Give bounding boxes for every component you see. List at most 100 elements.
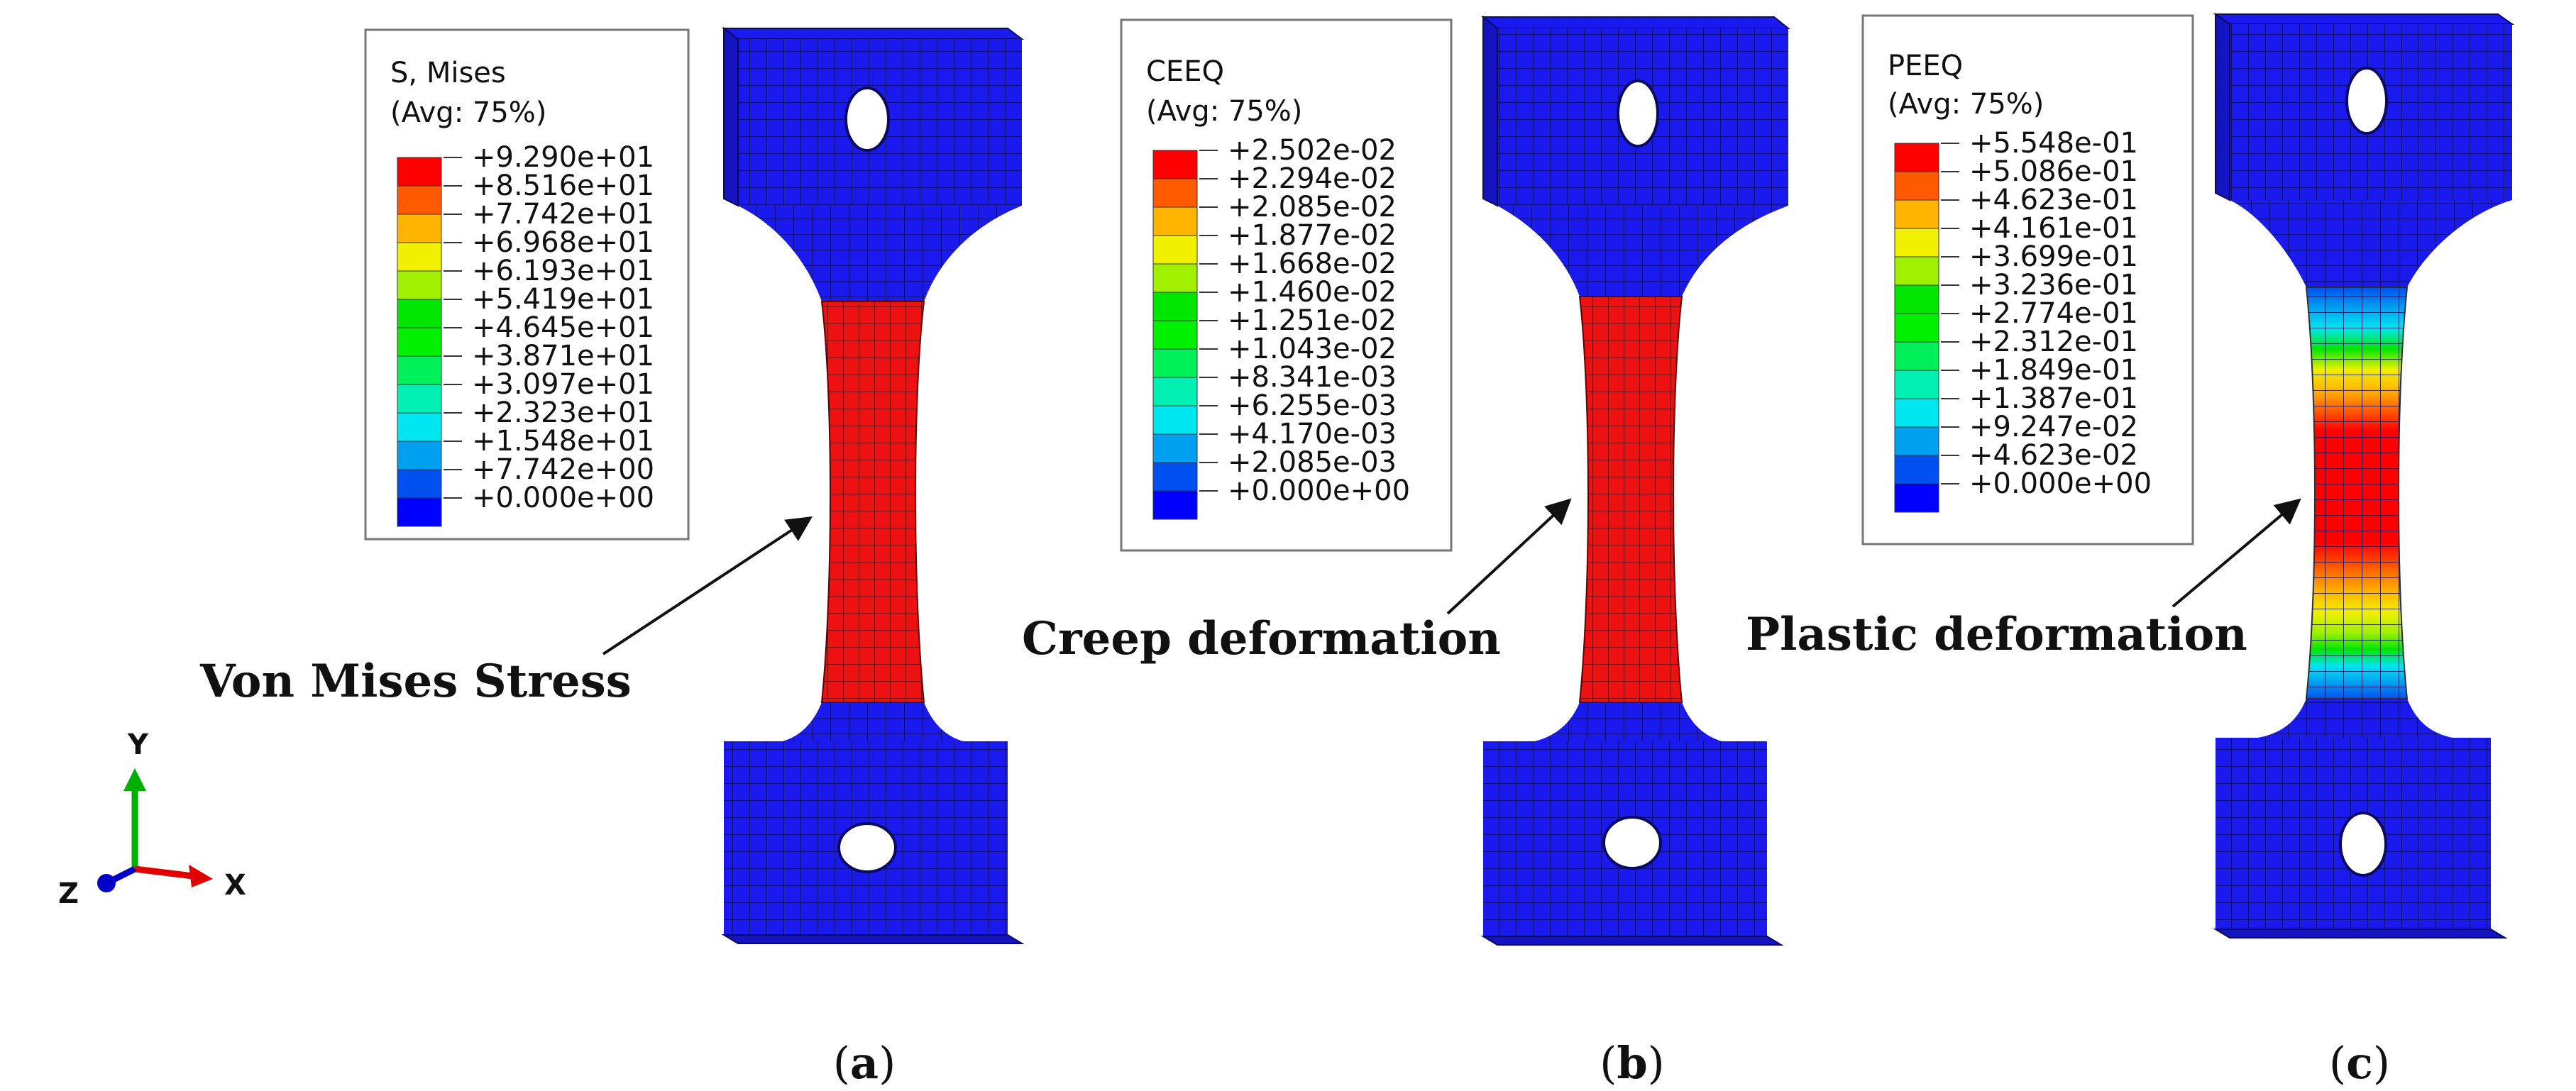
colorbar-swatch	[1152, 263, 1198, 293]
legend-a: S, Mises (Avg: 75%) +9.290e+01+8.516e+01…	[364, 28, 690, 541]
legend-value: +3.097e+01	[472, 368, 654, 401]
panel-caption: (a)	[833, 1037, 896, 1089]
legend-value: +8.516e+01	[472, 170, 654, 202]
colorbar-swatch	[397, 412, 442, 442]
legend-value: +9.290e+01	[472, 141, 654, 174]
colorbar-swatch	[1894, 455, 1939, 484]
legend-value: +6.968e+01	[472, 226, 654, 259]
callout-label: Von Mises Stress	[199, 655, 632, 708]
colorbar-swatch	[1152, 377, 1198, 406]
colorbar-swatch	[1152, 292, 1198, 321]
legend-value: +1.460e-02	[1228, 276, 1397, 309]
legend-values: +2.502e-02+2.294e-02+2.085e-02+1.877e-02…	[1199, 134, 1410, 507]
legend-subtitle: (Avg: 75%)	[1888, 88, 2044, 121]
legend-value: +5.548e-01	[1969, 127, 2138, 160]
legend-value: +2.085e-02	[1228, 191, 1397, 223]
colorbar-swatch	[1152, 150, 1198, 179]
gauge-mesh	[822, 301, 924, 702]
colorbar-swatch	[397, 157, 442, 187]
legend-value: +6.193e+01	[472, 255, 654, 287]
legend-value: +1.251e-02	[1228, 304, 1397, 337]
lower-hole	[1602, 816, 1662, 870]
legend-value: +5.419e+01	[472, 283, 654, 316]
upper-grip-top	[722, 28, 1024, 40]
lower-shoulder-mesh	[1483, 702, 1767, 744]
upper-grip-side	[2215, 13, 2230, 201]
legend-value: +2.502e-02	[1228, 134, 1397, 167]
legend-value: +1.548e+01	[472, 425, 654, 458]
colorbar-swatch	[1894, 370, 1939, 399]
legend-value: +2.774e-01	[1969, 297, 2138, 330]
legend-value: +0.000e+00	[472, 482, 654, 514]
specimen-a	[721, 27, 1025, 944]
upper-hole	[2345, 67, 2388, 135]
colorbar-swatch	[1152, 433, 1198, 463]
colorbar-swatch	[1152, 348, 1198, 378]
colorbar-swatch	[1894, 143, 1939, 172]
colorbar-swatch	[1152, 320, 1198, 350]
x-axis-label: X	[224, 869, 246, 902]
callout-arrow	[1446, 498, 1572, 615]
legend-value: +4.645e+01	[472, 311, 654, 344]
lower-hole	[837, 822, 897, 873]
panel-caption: (b)	[1600, 1037, 1665, 1089]
legend-value: +4.161e-01	[1969, 212, 2138, 245]
colorbar-swatch	[1152, 490, 1198, 520]
colorbar-swatch	[1894, 483, 1939, 513]
colorbar	[1152, 150, 1198, 520]
legend-value: +1.387e-01	[1969, 382, 2138, 415]
axis-triad: Y X Z	[58, 729, 246, 910]
legend-b: CEEQ (Avg: 75%) +2.502e-02+2.294e-02+2.0…	[1120, 18, 1453, 552]
legend-subtitle: (Avg: 75%)	[1146, 95, 1302, 128]
legend-values: +9.290e+01+8.516e+01+7.742e+01+6.968e+01…	[444, 141, 654, 514]
legend-value: +5.086e-01	[1969, 155, 2138, 188]
colorbar-swatch	[397, 441, 442, 470]
x-axis-arrow	[134, 865, 194, 880]
colorbar-swatch	[1894, 171, 1939, 201]
legend-title: PEEQ	[1888, 50, 1963, 82]
upper-shoulder-mesh	[2230, 200, 2512, 287]
colorbar-swatch	[1152, 235, 1198, 265]
colorbar-swatch	[397, 469, 442, 499]
x-axis-arrowhead	[189, 865, 213, 887]
legend-value: +1.877e-02	[1228, 219, 1397, 252]
colorbar-swatch	[397, 214, 442, 243]
caption-letter: a	[850, 1037, 879, 1089]
colorbar-swatch	[397, 299, 442, 328]
colorbar-swatch	[1894, 256, 1939, 286]
panel-a: S, Mises (Avg: 75%) +9.290e+01+8.516e+01…	[199, 27, 1025, 1089]
legend-subtitle: (Avg: 75%)	[390, 96, 546, 129]
upper-hole	[844, 87, 890, 152]
specimen-b	[1480, 15, 1790, 946]
colorbar-swatch	[1894, 426, 1939, 456]
colorbar-swatch	[1894, 284, 1939, 314]
lower-shoulder-mesh	[2216, 699, 2491, 740]
y-axis-label: Y	[127, 729, 149, 761]
legend-value: +3.699e-01	[1969, 240, 2138, 273]
colorbar-swatch	[397, 384, 442, 414]
colorbar-swatch	[397, 270, 442, 300]
lower-shoulder-mesh	[738, 702, 1008, 744]
legend-value: +8.341e-03	[1228, 361, 1397, 394]
colorbar-swatch	[1894, 228, 1939, 257]
colorbar-swatch	[1894, 199, 1939, 229]
lower-grip-bottom	[2213, 929, 2508, 938]
z-axis-arrowhead	[97, 874, 116, 892]
upper-grip-side	[1482, 15, 1498, 207]
legend-value: +1.043e-02	[1228, 333, 1397, 365]
legend-value: +2.312e-01	[1969, 326, 2138, 358]
colorbar	[1894, 143, 1939, 513]
colorbar-swatch	[397, 327, 442, 357]
colorbar-swatch	[1152, 462, 1198, 492]
callout-label: Plastic deformation	[1746, 608, 2247, 661]
colorbar	[397, 157, 442, 527]
legend-value: +0.000e+00	[1969, 467, 2152, 500]
legend-value: +2.294e-02	[1228, 162, 1397, 195]
panel-c: PEEQ (Avg: 75%) +5.548e-01+5.086e-01+4.6…	[1746, 13, 2515, 1089]
z-axis-label: Z	[58, 877, 79, 910]
legend-value: +6.255e-03	[1228, 389, 1397, 422]
panel-caption: (c)	[2329, 1037, 2390, 1089]
caption-letter: c	[2346, 1037, 2373, 1089]
colorbar-swatch	[1152, 178, 1198, 208]
upper-grip-top	[2213, 13, 2515, 25]
